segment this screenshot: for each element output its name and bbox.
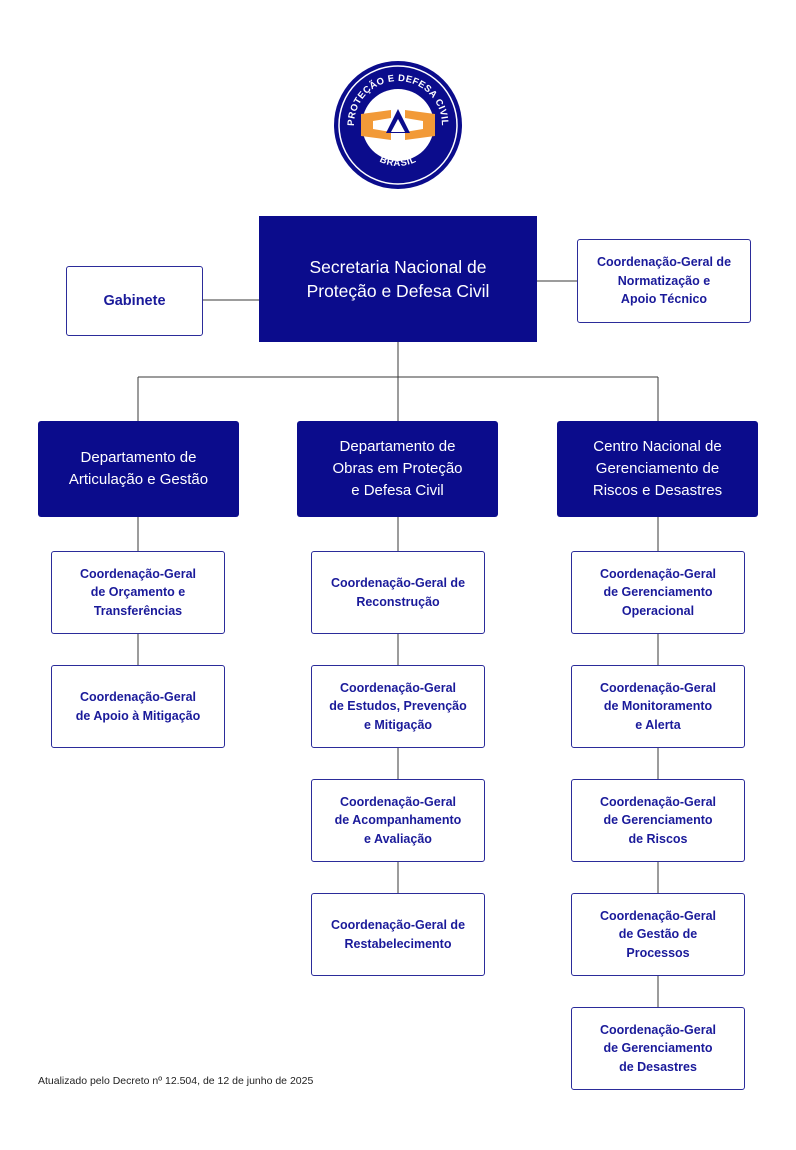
coordination-monitoramento-alerta: Coordenação-Geral de Monitoramento e Ale… xyxy=(571,665,745,748)
svg-text:BRASIL: BRASIL xyxy=(378,154,418,169)
coordination-orcamento-transferencias: Coordenação-Geral de Orçamento e Transfe… xyxy=(51,551,225,634)
coordination-acompanhamento-avaliacao: Coordenação-Geral de Acompanhamento e Av… xyxy=(311,779,485,862)
coordination-gerenciamento-riscos: Coordenação-Geral de Gerenciamento de Ri… xyxy=(571,779,745,862)
coordination-gerenciamento-operacional: Coordenação-Geral de Gerenciamento Opera… xyxy=(571,551,745,634)
defesa-civil-logo: PROTEÇÃO E DEFESA CIVIL BRASIL xyxy=(334,61,462,189)
department-cenad: Centro Nacional de Gerenciamento de Risc… xyxy=(557,421,758,517)
coordination-apoio-mitigacao: Coordenação-Geral de Apoio à Mitigação xyxy=(51,665,225,748)
coordination-reconstrucao: Coordenação-Geral de Reconstrução xyxy=(311,551,485,634)
coordination-estudos-prevencao: Coordenação-Geral de Estudos, Prevenção … xyxy=(311,665,485,748)
normatizacao-box: Coordenação-Geral de Normatização e Apoi… xyxy=(577,239,751,323)
coordination-restabelecimento: Coordenação-Geral de Restabelecimento xyxy=(311,893,485,976)
update-footnote: Atualizado pelo Decreto nº 12.504, de 12… xyxy=(38,1075,314,1087)
coordination-gerenciamento-desastres: Coordenação-Geral de Gerenciamento de De… xyxy=(571,1007,745,1090)
secretaria-box: Secretaria Nacional de Proteção e Defesa… xyxy=(259,216,537,342)
department-articulacao-gestao: Departamento de Articulação e Gestão xyxy=(38,421,239,517)
coordination-gestao-processos: Coordenação-Geral de Gestão de Processos xyxy=(571,893,745,976)
department-obras: Departamento de Obras em Proteção e Defe… xyxy=(297,421,498,517)
gabinete-box: Gabinete xyxy=(66,266,203,336)
